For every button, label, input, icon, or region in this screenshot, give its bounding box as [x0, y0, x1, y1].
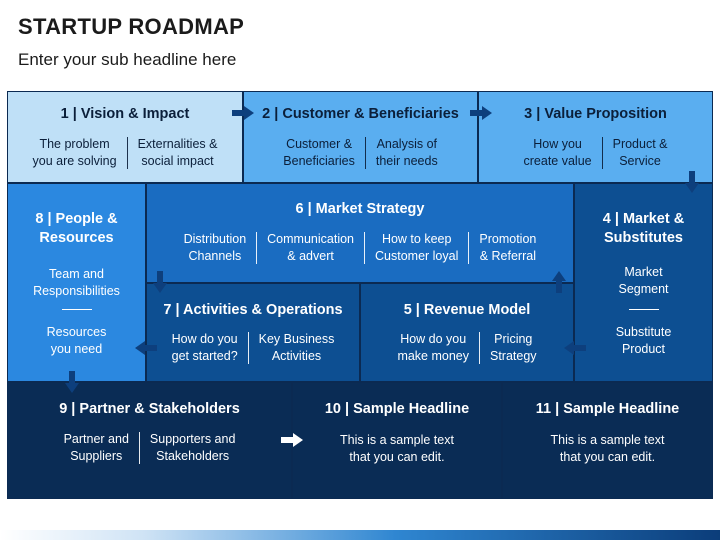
arrow-right-icon	[470, 106, 492, 120]
box-title: 9 | Partner & Stakeholders	[59, 401, 240, 417]
box-item: Resources you need	[46, 325, 107, 356]
arrow-up-icon	[552, 271, 566, 293]
box-item: How to keep Customer loyal	[375, 232, 459, 263]
box-item: Promotion & Referral	[479, 232, 537, 263]
box-title: 6 | Market Strategy	[295, 201, 425, 217]
box-item: Externalities & social impact	[137, 137, 218, 168]
divider	[364, 232, 365, 264]
box-item: Partner and Suppliers	[63, 432, 129, 463]
box-title: 7 | Activities & Operations	[163, 302, 343, 318]
box-item: Pricing Strategy	[490, 332, 537, 363]
box-item: Key Business Activities	[258, 332, 335, 363]
roadmap-grid: 1 | Vision & Impact The problem you are …	[7, 91, 713, 499]
box-item: How do you make money	[397, 332, 469, 363]
box-item: Market Segment	[618, 265, 669, 296]
arrow-down-icon	[153, 271, 167, 293]
box-title: 1 | Vision & Impact	[60, 106, 190, 122]
box-title: 3 | Value Proposition	[524, 106, 667, 122]
page-subtitle: Enter your sub headline here	[18, 50, 237, 69]
divider	[138, 432, 140, 464]
box-revenue-model[interactable]: 5 | Revenue Model How do you make money …	[360, 283, 574, 382]
box-sample-headline-11[interactable]: 11 | Sample Headline This is a sample te…	[502, 382, 713, 499]
box-item: Analysis of their needs	[375, 137, 438, 168]
box-activities-operations[interactable]: 7 | Activities & Operations How do you g…	[146, 283, 360, 382]
arrow-down-icon	[65, 371, 79, 393]
box-item: Communication & advert	[267, 232, 354, 263]
divider	[247, 332, 249, 364]
box-item: Team and Responsibilities	[33, 267, 120, 298]
box-title: 5 | Revenue Model	[403, 302, 531, 318]
arrow-left-icon	[564, 341, 586, 355]
box-people-resources[interactable]: 8 | People & Resources Team and Responsi…	[7, 183, 146, 382]
decorative-footer-bar	[0, 530, 720, 540]
divider	[61, 309, 92, 310]
box-item: How you create value	[523, 137, 592, 168]
divider	[628, 309, 659, 310]
arrow-left-icon	[135, 341, 157, 355]
box-customer-beneficiaries[interactable]: 2 | Customer & Beneficiaries Customer & …	[243, 91, 478, 183]
box-item: Supporters and Stakeholders	[149, 432, 236, 463]
box-text: This is a sample text that you can edit.	[550, 433, 665, 464]
box-market-substitutes[interactable]: 4 | Market & Substitutes Market Segment …	[574, 183, 713, 382]
box-partner-stakeholders[interactable]: 9 | Partner & Stakeholders Partner and S…	[7, 382, 292, 499]
box-sample-headline-10[interactable]: 10 | Sample Headline This is a sample te…	[292, 382, 502, 499]
divider	[468, 232, 470, 264]
box-item: Product & Service	[612, 137, 668, 168]
box-item: Distribution Channels	[183, 232, 247, 263]
box-item: Substitute Product	[615, 325, 672, 356]
box-item: Customer & Beneficiaries	[283, 137, 355, 168]
box-title: 2 | Customer & Beneficiaries	[262, 106, 459, 122]
divider	[256, 232, 258, 264]
box-market-strategy[interactable]: 6 | Market Strategy Distribution Channel…	[146, 183, 574, 283]
divider	[601, 137, 603, 169]
box-item: How do you get started?	[171, 332, 238, 363]
arrow-right-icon	[281, 433, 303, 447]
divider	[126, 137, 128, 169]
box-vision-impact[interactable]: 1 | Vision & Impact The problem you are …	[7, 91, 243, 183]
box-title: 8 | People & Resources	[35, 211, 118, 246]
box-item: The problem you are solving	[32, 137, 117, 168]
arrow-right-icon	[232, 106, 254, 120]
box-value-proposition[interactable]: 3 | Value Proposition How you create val…	[478, 91, 713, 183]
box-title: 10 | Sample Headline	[324, 401, 470, 417]
arrow-down-icon	[685, 171, 699, 193]
divider	[364, 137, 366, 169]
divider	[479, 332, 480, 364]
box-text: This is a sample text that you can edit.	[340, 433, 454, 464]
box-title: 11 | Sample Headline	[535, 401, 680, 417]
page-title: STARTUP ROADMAP	[18, 14, 245, 39]
box-title: 4 | Market & Substitutes	[602, 211, 685, 246]
